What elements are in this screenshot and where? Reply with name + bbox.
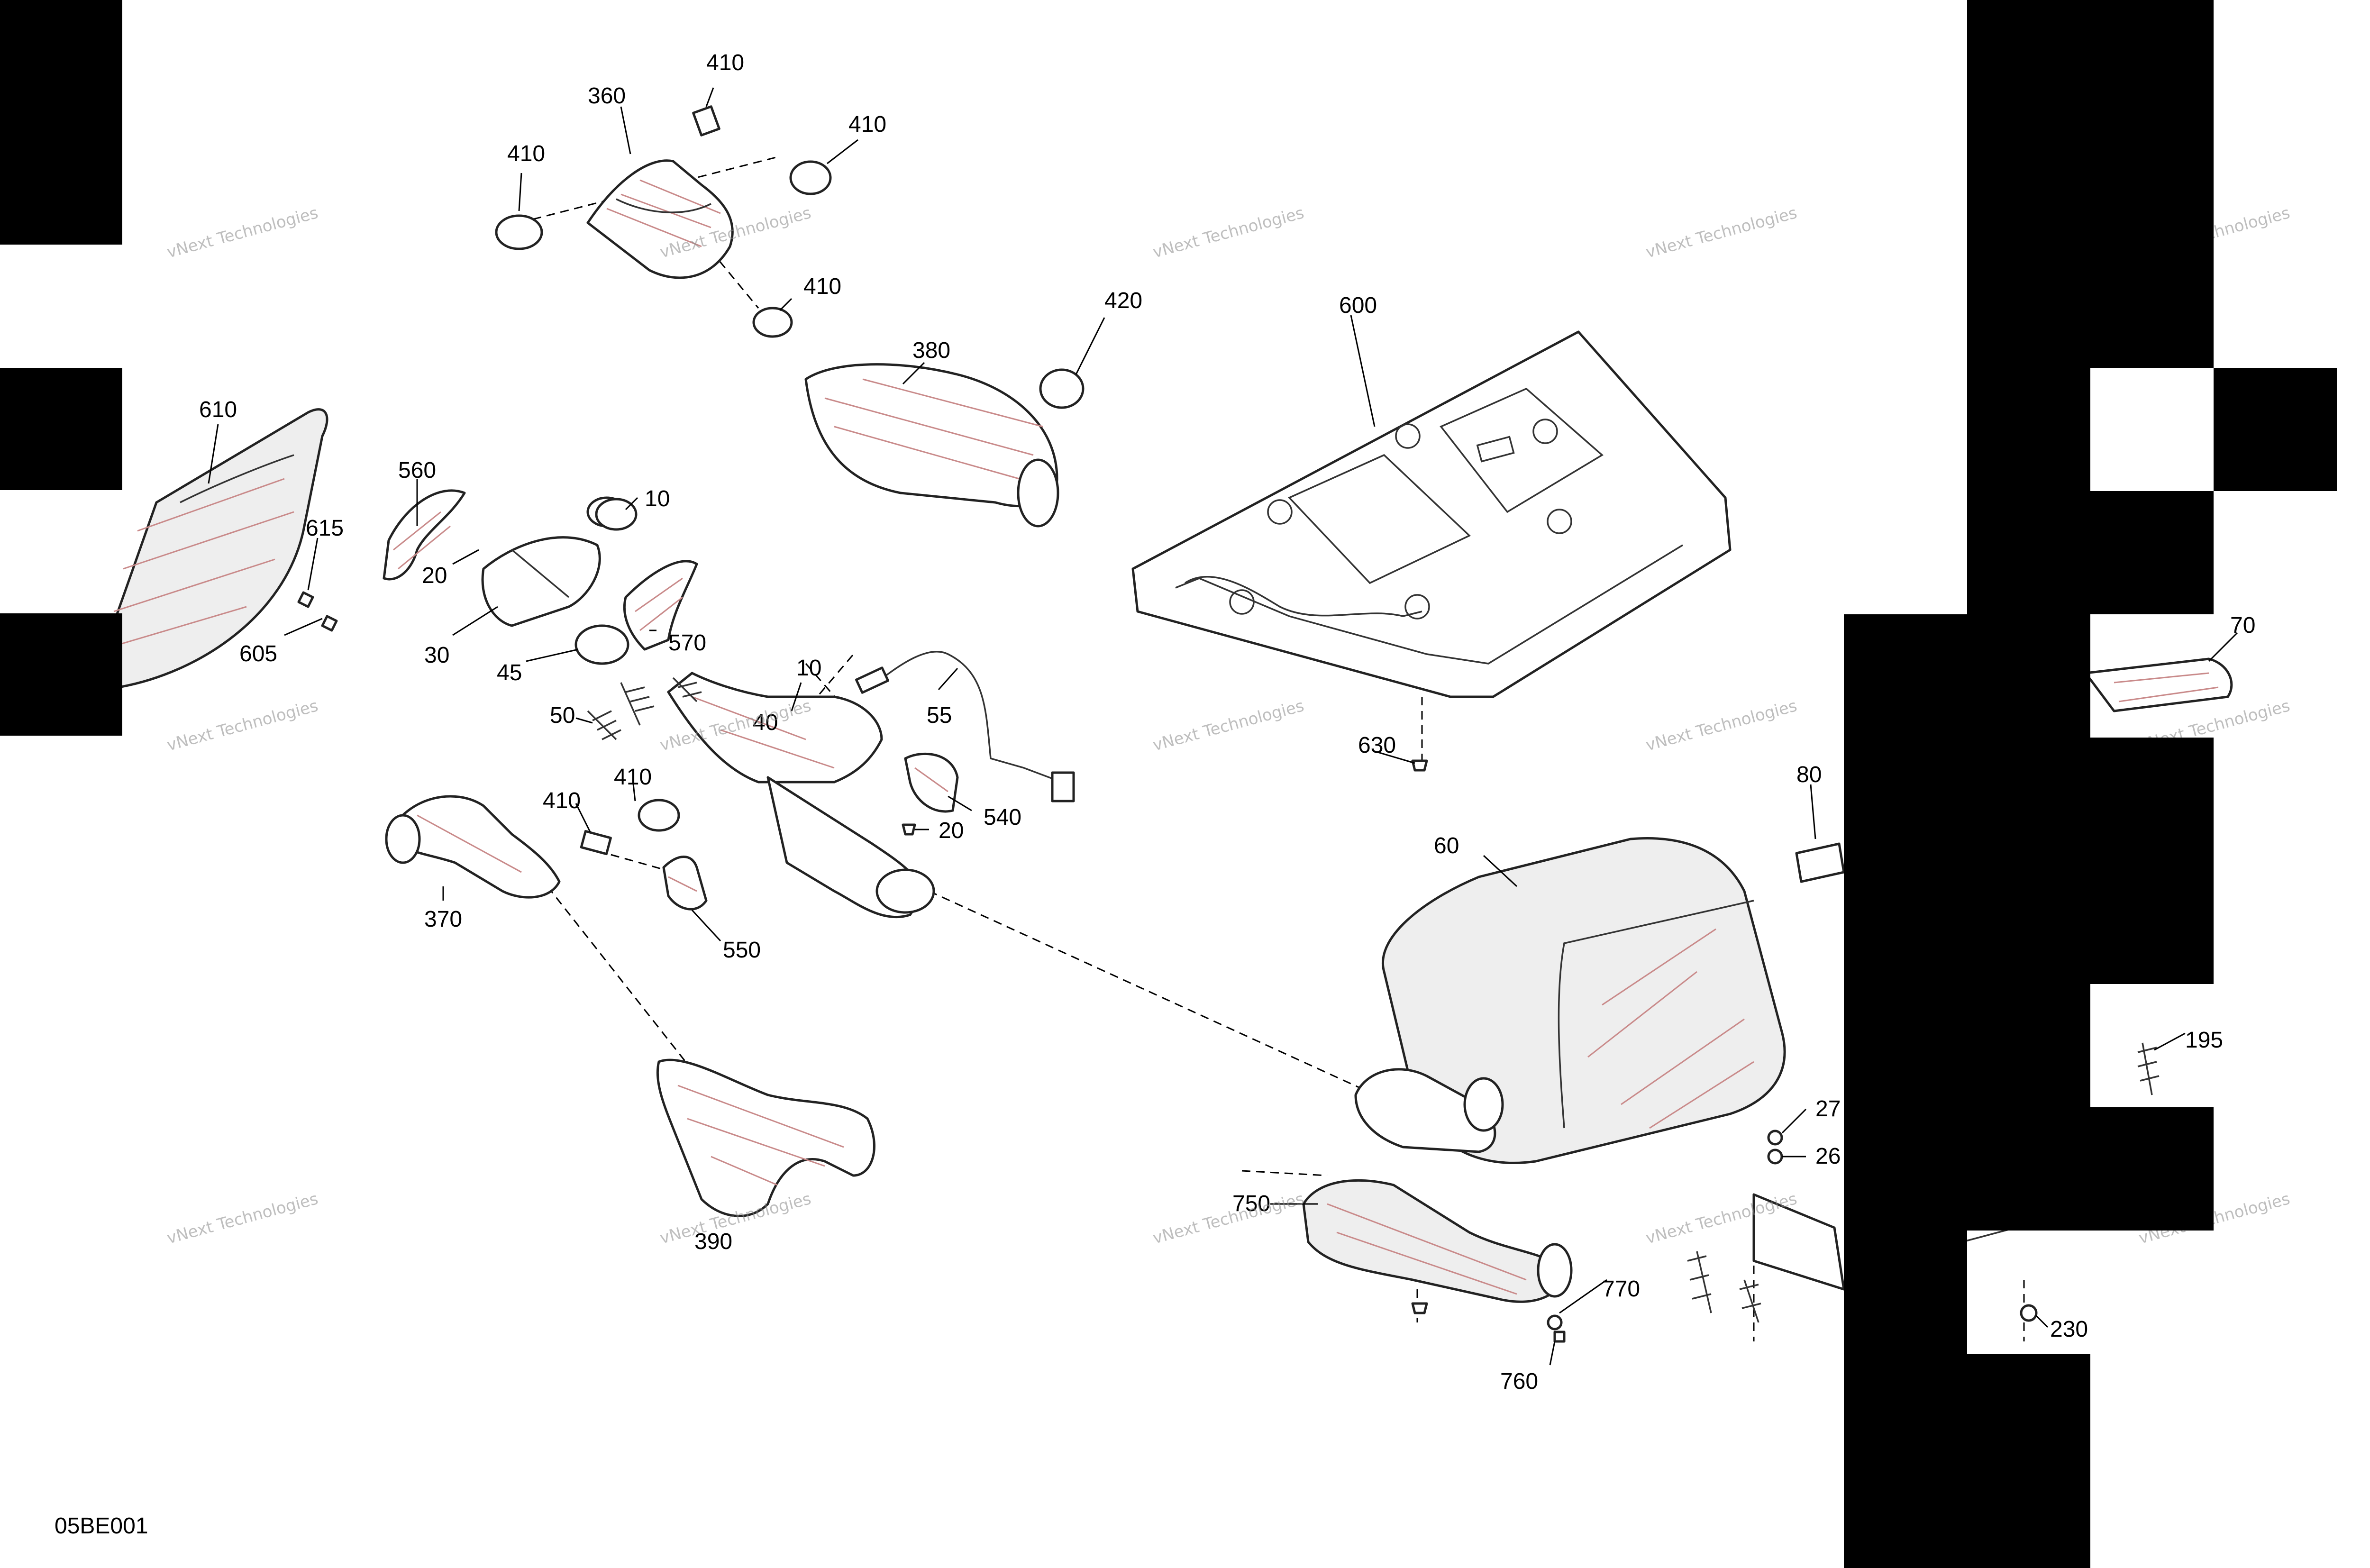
callout-label: 750 xyxy=(1232,1191,1270,1216)
callout-label: 10 xyxy=(645,486,670,511)
callout-label: 550 xyxy=(723,938,761,963)
callout-label: 630 xyxy=(1358,733,1396,758)
callout-label: 20 xyxy=(422,563,447,588)
part-600-skid-plate xyxy=(1131,330,1732,698)
part-750-pipe xyxy=(1302,1179,1573,1303)
redaction-block xyxy=(1844,1107,2214,1231)
part-570-shield xyxy=(623,560,698,651)
redaction-block xyxy=(0,0,122,245)
callout-label: 610 xyxy=(199,397,237,422)
callout-label: 27 xyxy=(1815,1096,1841,1121)
callout-label: 370 xyxy=(424,907,462,932)
callout-label: 20 xyxy=(939,818,964,843)
callout-label: 410 xyxy=(614,765,652,790)
watermark: vNext Technologies xyxy=(1644,203,1799,262)
callout-label: 600 xyxy=(1339,293,1377,318)
drawing-code: 05BE001 xyxy=(55,1513,148,1539)
callout-label: 410 xyxy=(848,112,886,137)
callout-labels: 410 360 410 410 410 420 380 600 610 560 … xyxy=(199,50,2255,1394)
callout-label: 45 xyxy=(497,660,522,685)
redaction-block xyxy=(0,613,122,736)
redaction-block xyxy=(1844,984,2090,1107)
watermark: vNext Technologies xyxy=(165,203,320,262)
part-540-shield xyxy=(904,752,959,813)
watermark: vNext Technologies xyxy=(1151,696,1306,755)
watermark: vNext Technologies xyxy=(1644,696,1799,755)
callout-label: 380 xyxy=(912,338,950,363)
hardware xyxy=(297,105,2038,1343)
callout-label: 360 xyxy=(588,83,626,109)
callout-label: 540 xyxy=(984,805,1021,830)
callout-label: 26 xyxy=(1815,1144,1841,1169)
callout-label: 760 xyxy=(1500,1369,1538,1394)
callout-label: 615 xyxy=(306,516,344,541)
part-80-sleeve xyxy=(1795,842,1845,883)
part-50-spring xyxy=(587,677,702,740)
callout-label: 770 xyxy=(1602,1276,1640,1302)
callout-label: 410 xyxy=(543,788,581,813)
callout-label: 230 xyxy=(2050,1317,2088,1342)
callout-label: 70 xyxy=(2230,613,2255,638)
callout-label: 195 xyxy=(2185,1028,2223,1053)
watermark: vNext Technologies xyxy=(165,1189,320,1248)
callout-label: 410 xyxy=(706,50,744,75)
callout-label: 410 xyxy=(507,141,545,166)
part-380-heat-shield xyxy=(804,363,1059,528)
callout-label: 55 xyxy=(927,703,952,728)
part-195-spring xyxy=(2137,1042,2160,1095)
callout-label: 390 xyxy=(694,1229,732,1254)
part-370-pipe xyxy=(385,795,561,899)
callout-label: 570 xyxy=(668,630,706,656)
part-360-heat-shield xyxy=(586,159,734,279)
part-40-pipe-converter xyxy=(667,672,935,919)
watermark: vNext Technologies xyxy=(1151,1189,1306,1248)
part-390-heat-shield xyxy=(656,1058,875,1217)
leader-lines xyxy=(208,87,2238,1366)
part-60-muffler xyxy=(1354,837,1786,1164)
redaction-block xyxy=(2214,368,2337,491)
callout-label: 30 xyxy=(424,643,449,668)
callout-label: 605 xyxy=(239,641,277,666)
redaction-block xyxy=(1967,368,2090,614)
redaction-block xyxy=(1844,1231,1967,1354)
part-55-sensor xyxy=(855,651,1075,802)
redaction-block xyxy=(2090,491,2214,614)
callout-label: 560 xyxy=(398,458,436,483)
watermark: vNext Technologies xyxy=(165,696,320,755)
callout-label: 80 xyxy=(1796,762,1822,787)
callout-label: 410 xyxy=(803,274,841,299)
redaction-block xyxy=(1844,738,2214,984)
part-550-shield xyxy=(662,856,708,911)
part-70-pipe xyxy=(2084,657,2233,712)
redaction-block xyxy=(1967,0,2214,368)
callout-label: 10 xyxy=(796,656,821,681)
redaction-block xyxy=(1844,614,2090,738)
callout-label: 60 xyxy=(1434,833,1459,858)
redaction-block xyxy=(1844,1354,2090,1568)
callout-label: 420 xyxy=(1104,288,1142,313)
part-610-heat-shield xyxy=(98,408,328,689)
watermark: vNext Technologies xyxy=(1151,203,1306,262)
callout-label: 50 xyxy=(550,703,575,728)
redaction-block xyxy=(0,368,122,490)
part-560-shield xyxy=(383,489,466,581)
callout-label: 40 xyxy=(753,710,778,735)
